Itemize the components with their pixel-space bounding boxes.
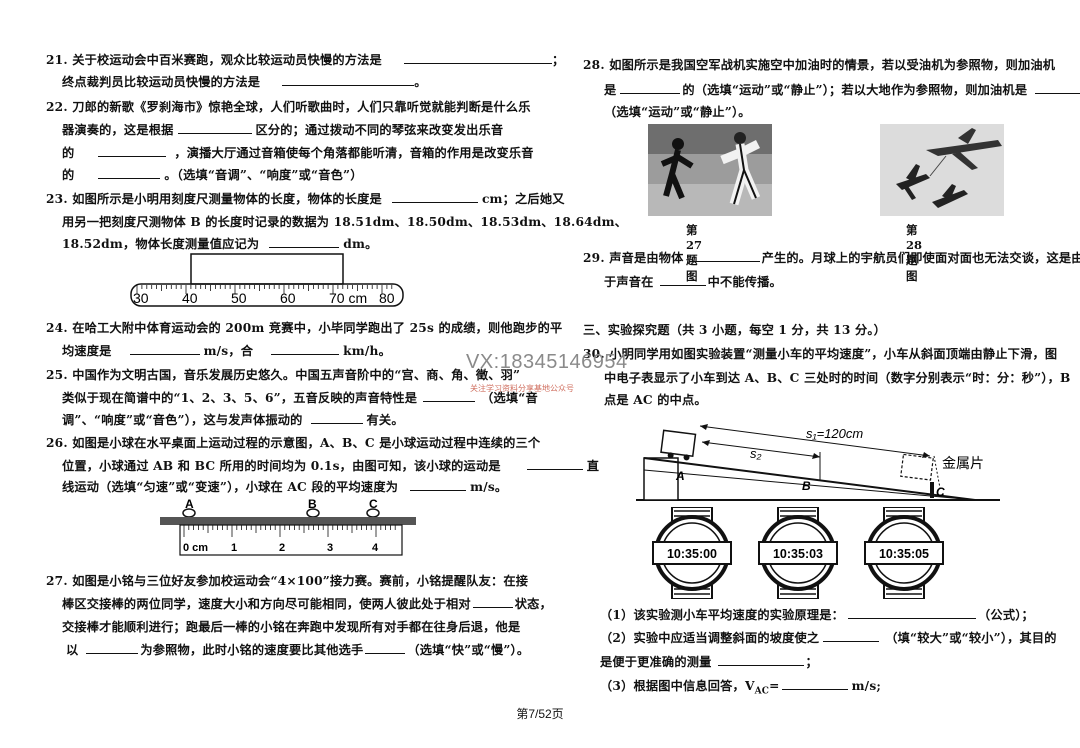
- section3-heading: 三、实验探究题（共 3 小题，每空 1 分，共 13 分。）: [583, 323, 887, 337]
- stopwatch-time-3: 10:35:05: [879, 547, 929, 561]
- stopwatch-time-2: 10:35:03: [773, 547, 823, 561]
- q22-line4: 的。（选填“音调”、“响度”或“音色”）: [62, 168, 363, 182]
- metal-plate: [930, 482, 934, 498]
- q23-ruler-figure: 30 40 50 60 70 cm 80: [130, 253, 404, 307]
- stopwatch-3: 10:35:05: [864, 507, 944, 599]
- ruler-label-70: 70 cm: [329, 290, 367, 306]
- ruler26-label-3: 3: [327, 542, 333, 554]
- stopwatch-time-1: 10:35:00: [667, 547, 717, 561]
- table-surface: [160, 517, 416, 525]
- q25-line3: 调”、“响度”或“音色”），这与发声体振动的有关。: [62, 413, 404, 427]
- point-a-label: A: [675, 469, 685, 483]
- incline-underside: [643, 469, 976, 501]
- cart-at-top: [660, 429, 697, 461]
- s2-arrow: [701, 441, 821, 458]
- q30-part2b: 是便于更准确的测量；: [600, 655, 818, 669]
- q23-object: [190, 253, 344, 285]
- s1-arrow: [699, 425, 931, 457]
- q27-line1: 27. 如图是小铭与三位好友参加校运动会“4×100”接力赛。赛前，小铭提醒队友…: [46, 574, 529, 588]
- q26-ruler-ticks: [183, 525, 396, 537]
- relay-race-image: [648, 124, 772, 216]
- point-c-label: C: [936, 485, 945, 499]
- q30-incline-figure: s₁=120cm s₂ 金属片 A B C: [636, 424, 1000, 501]
- ball-label-c: C: [369, 497, 378, 511]
- caption-q27: 第 27 题图: [686, 223, 703, 283]
- q28-line3: （选填“运动”或“静止”）。: [604, 105, 751, 119]
- q26-ruler: [179, 524, 403, 556]
- s2-label: s₂: [750, 446, 762, 461]
- ruler-label-60: 60: [280, 290, 296, 306]
- air-refuel-image: [880, 124, 1004, 216]
- q30-line2: 中电子表显示了小车到达 A、B、C 三处时的时间（数字分别表示“时：分：秒”），…: [604, 371, 1071, 385]
- s1-label: s₁=120cm: [806, 426, 863, 441]
- point-b-label: B: [802, 479, 811, 493]
- q26-ball-figure: A B C 0 cm 1 2 3 4: [160, 497, 416, 556]
- q28-line1: 28. 如图所示是我国空军战机实施空中加油时的情景，若以受油机为参照物，则加油机: [583, 58, 1056, 72]
- ruler-label-80: 80: [379, 290, 395, 306]
- ruler26-label-2: 2: [279, 542, 285, 554]
- ball-label-a: A: [185, 497, 194, 511]
- q22-line3: 的，演播大厅通过音箱使每个角落都能听清，音箱的作用是改变乐音: [62, 146, 534, 160]
- ruler26-label-1: 1: [231, 542, 237, 554]
- q29-line2: 于声音在中不能传播。: [604, 275, 782, 289]
- stopwatch-1: 10:35:00: [652, 507, 732, 599]
- q23-line2: 用另一把刻度尺测物体 B 的长度时记录的数据为 18.51dm、18.50dm、…: [62, 215, 628, 229]
- stopwatch-2: 10:35:03: [758, 507, 838, 599]
- q23-ruler-labels: 30 40 50 60 70 cm 80: [133, 290, 395, 306]
- watermark-subtext: 关注学习资料分享基地公众号: [470, 384, 574, 393]
- air-refuel-photo: [880, 124, 1004, 216]
- q30-line1: 30. 小明同学用如图实验装置“测量小车的平均速度”，小车从斜面顶端由静止下滑，…: [583, 347, 1058, 361]
- q25-line2: 类似于现在简谱中的“1、2、3、5、6”，五音反映的声音特性是（选填“音: [62, 391, 538, 405]
- q30-part1: （1）该实验测小车平均速度的实验原理是：（公式）；: [600, 608, 1034, 622]
- watermark-text: VX:18345146954: [466, 351, 628, 373]
- ruler-label-40: 40: [182, 290, 198, 306]
- q27-line3: 交接棒才能顺利进行；跑最后一棒的小铭在奔跑中发现所有对手都在往身后退，他是: [62, 620, 521, 634]
- q30-line3: 点是 AC 的中点。: [604, 393, 707, 407]
- incline-surface: [643, 457, 976, 501]
- ruler26-label-0: 0 cm: [183, 542, 208, 554]
- ruler26-label-4: 4: [372, 542, 379, 554]
- cart-at-bottom: [900, 453, 934, 481]
- incline-block: [643, 457, 679, 501]
- q29-line1: 29. 声音是由物体产生的。月球上的宇航员们即使面对面也无法交谈，这是由: [583, 251, 1080, 265]
- q21-line2: 终点裁判员比较运动员快慢的方法是。: [62, 75, 427, 89]
- q23-ruler: [130, 283, 404, 307]
- q27-line4: 以为参照物，此时小铭的速度要比其他选手（选填“快”或“慢”）。: [66, 643, 530, 657]
- q30-part3: （3）根据图中信息回答，VAC=m/s;: [600, 679, 882, 697]
- q30-part2: （2）实验中应适当调整斜面的坡度使之（填“较大”或“较小”），其目的: [600, 631, 1057, 645]
- ball-label-b: B: [308, 497, 317, 511]
- q22-line2: 器演奏的，这是根据区分的；通过拨动不同的琴弦来改变发出乐音: [62, 123, 504, 137]
- q26-line2: 位置，小球通过 AB 和 BC 所用的时间均为 0.1s，由图可知，该小球的运动…: [62, 459, 600, 473]
- q24-line1: 24. 在哈工大附中体育运动会的 200m 竞赛中，小毕同学跑出了 25s 的成…: [46, 321, 563, 335]
- ruler-label-50: 50: [231, 290, 247, 306]
- metal-label: 金属片: [942, 455, 984, 471]
- q25-line1: 25. 中国作为文明古国，音乐发展历史悠久。中国五声音阶中的“宫、商、角、徵、羽…: [46, 368, 521, 382]
- q27-line2: 棒区交接棒的两位同学，速度大小和方向尽可能相同，使两人彼此处于相对状态，: [62, 597, 552, 611]
- relay-race-photo: [648, 124, 772, 216]
- q22-line1: 22. 刀郎的新歌《罗刹海市》惊艳全球，人们听歌曲时，人们只靠听觉就能判断是什么…: [46, 100, 531, 114]
- q21-line1: 21. 关于校运动会中百米赛跑，观众比较运动员快慢的方法是；: [46, 53, 565, 67]
- ruler-label-30: 30: [133, 290, 149, 306]
- q23-ruler-ticks: [136, 285, 393, 294]
- page-number: 第7/52页: [516, 707, 564, 721]
- caption-q28: 第 28 题图: [906, 223, 923, 283]
- q26-line1: 26. 如图是小球在水平桌面上运动过程的示意图，A、B、C 是小球运动过程中连续…: [46, 436, 541, 450]
